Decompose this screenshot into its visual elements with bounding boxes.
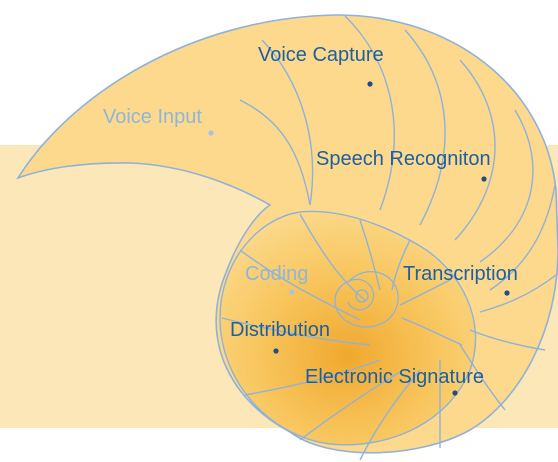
dot-voice-capture xyxy=(367,81,373,87)
label-distribution: Distribution xyxy=(230,319,330,341)
label-markers xyxy=(208,81,510,396)
dot-coding xyxy=(289,289,295,295)
label-voice-capture: Voice Capture xyxy=(258,44,384,66)
dot-speech-recognition xyxy=(481,176,487,182)
label-speech-recognition: Speech Recogniton xyxy=(316,148,491,170)
dot-distribution xyxy=(273,348,279,354)
label-electronic-signature: Electronic Signature xyxy=(305,366,484,388)
label-transcription: Transcription xyxy=(403,263,518,285)
shell-septa xyxy=(221,15,557,461)
label-coding: Coding xyxy=(245,263,308,285)
dot-electronic-signature xyxy=(452,390,458,396)
stage-labels: Voice Capture Voice Input Speech Recogni… xyxy=(103,44,518,388)
label-voice-input: Voice Input xyxy=(103,106,202,128)
dot-voice-input xyxy=(208,130,214,136)
nautilus-inner-chambers xyxy=(219,210,477,446)
spiral-center xyxy=(334,271,399,328)
dot-transcription xyxy=(504,290,510,296)
